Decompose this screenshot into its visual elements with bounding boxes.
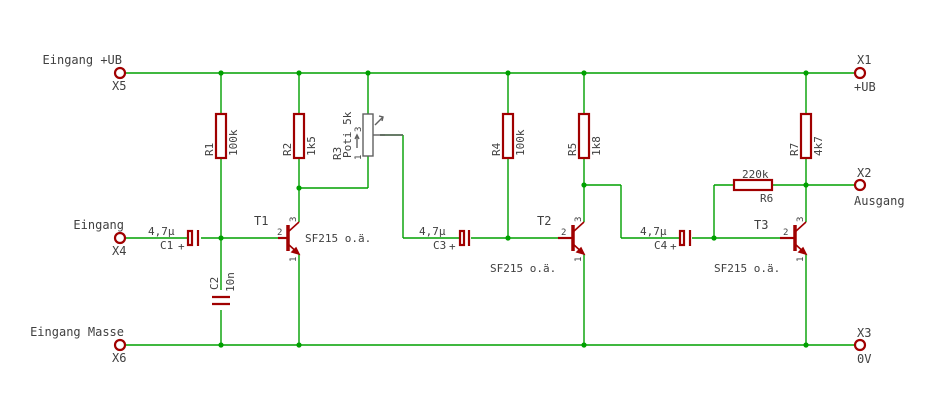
resistor-r1-value: 100k — [227, 129, 240, 156]
terminal-x3-icon — [853, 338, 867, 352]
transistor-t1-type: SF215 o.ä. — [305, 232, 371, 245]
resistor-r6-value: 220k — [742, 168, 769, 181]
resistor-r5-ref: R5 — [566, 143, 579, 156]
transistor-t3-icon — [780, 221, 808, 256]
transistor-t1-ref: T1 — [254, 214, 268, 228]
potentiometer-r3-pin-3: 3 — [354, 127, 364, 132]
resistor-r2-ref: R2 — [281, 143, 294, 156]
resistor-r4-icon — [501, 112, 515, 160]
transistor-t2-icon — [558, 221, 586, 256]
capacitor-c4-polarity: + — [670, 240, 677, 253]
terminal-x1-id: X1 — [857, 53, 871, 67]
capacitor-c2-icon — [212, 295, 230, 306]
transistor-t3-pin-1: 1 — [796, 257, 806, 262]
transistor-t3-pin-3: 3 — [796, 217, 806, 222]
terminal-x4-id: X4 — [112, 244, 126, 258]
resistor-r6-ref: R6 — [760, 192, 773, 205]
resistor-r7-icon — [799, 112, 813, 160]
terminal-x1-icon — [853, 66, 867, 80]
capacitor-c1-ref: C1 — [160, 239, 173, 252]
capacitor-c3-value: 4,7µ — [419, 225, 446, 238]
potentiometer-r3-value: Poti 5k — [341, 111, 354, 158]
terminal-x5-id: X5 — [112, 79, 126, 93]
junctions — [218, 70, 809, 348]
transistor-t1-icon — [278, 221, 301, 256]
capacitor-c1-polarity: + — [178, 240, 185, 253]
terminal-x5-name: Eingang +UB — [43, 53, 122, 67]
capacitor-c3-ref: C3 — [433, 239, 446, 252]
transistor-t2-type: SF215 o.ä. — [490, 262, 556, 275]
terminal-symbols — [113, 66, 867, 352]
terminal-x5-icon — [113, 66, 127, 80]
potentiometer-r3-ref: R3 — [331, 147, 344, 160]
transistor-t2-pin-1: 1 — [574, 257, 584, 262]
resistor-r6-icon — [732, 178, 774, 192]
terminal-x3-name: 0V — [857, 352, 871, 366]
resistor-r2-icon — [292, 112, 306, 160]
transistor-t2-pin-2: 2 — [561, 228, 566, 238]
wires — [126, 72, 855, 346]
terminal-x6-icon — [113, 338, 127, 352]
terminal-x6-name: Eingang Masse — [30, 325, 124, 339]
transistor-t1-pin-2: 2 — [277, 228, 282, 238]
resistor-r5-icon — [577, 112, 591, 160]
potentiometer-r3-pin-1: 1 — [354, 155, 364, 160]
transistor-t3-type: SF215 o.ä. — [714, 262, 780, 275]
terminal-x2-name: Ausgang — [854, 194, 905, 208]
transistor-t1-pin-3: 3 — [289, 217, 299, 222]
capacitor-c1-icon — [186, 229, 200, 247]
capacitor-c4-ref: C4 — [654, 239, 668, 252]
transistor-t2-pin-3: 3 — [574, 217, 584, 222]
terminal-x1-name: +UB — [854, 80, 876, 94]
transistor-t3-pin-2: 2 — [783, 228, 788, 238]
capacitor-c2-ref: C2 — [208, 277, 221, 290]
capacitor-c3-polarity: + — [449, 240, 456, 253]
terminal-x2-icon — [853, 178, 867, 192]
terminal-x3-id: X3 — [857, 326, 871, 340]
resistor-r7-value: 4k7 — [812, 136, 825, 156]
transistor-t2-ref: T2 — [537, 214, 551, 228]
resistor-r2-value: 1k5 — [305, 136, 318, 156]
resistor-r4-ref: R4 — [490, 142, 503, 156]
terminal-x4-name: Eingang — [73, 218, 124, 232]
transistor-t3-ref: T3 — [754, 218, 768, 232]
resistor-r1-ref: R1 — [203, 143, 216, 156]
resistor-r5-value: 1k8 — [590, 136, 603, 156]
terminal-x4-icon — [113, 231, 127, 245]
capacitor-c4-value: 4,7µ — [640, 225, 667, 238]
capacitor-c3-icon — [458, 229, 471, 247]
capacitor-c1-value: 4,7µ — [148, 225, 175, 238]
capacitor-c2-value: 10n — [224, 272, 237, 292]
terminal-x2-id: X2 — [857, 166, 871, 180]
resistor-r4-value: 100k — [514, 129, 527, 156]
terminal-x6-id: X6 — [112, 351, 126, 365]
capacitor-c4-icon — [678, 229, 692, 247]
potentiometer-r3-icon — [362, 113, 403, 157]
transistor-t1-pin-1: 1 — [289, 257, 299, 262]
resistor-r7-ref: R7 — [788, 143, 801, 156]
resistor-r1-icon — [214, 112, 228, 160]
